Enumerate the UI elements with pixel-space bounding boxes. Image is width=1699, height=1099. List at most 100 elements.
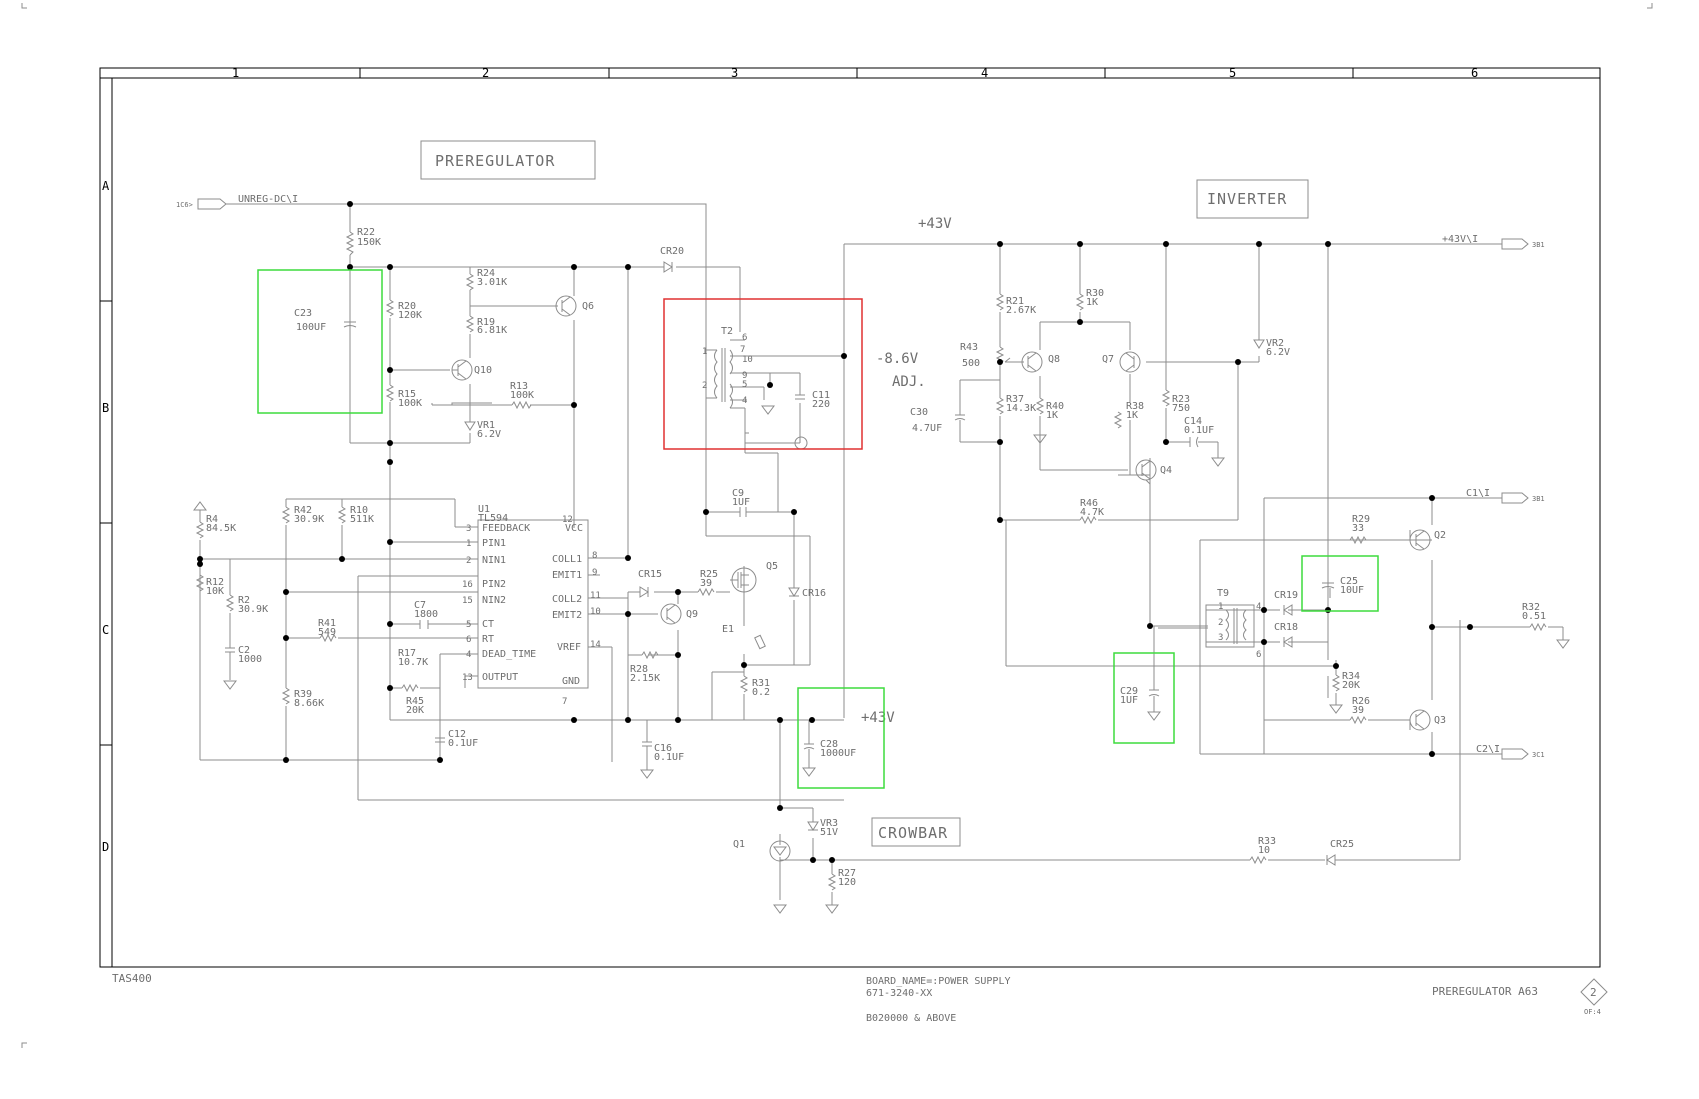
resistor-r28 [641,650,659,660]
resistor-r22 [345,231,355,256]
svg-text:9: 9 [592,568,597,578]
refdes: Q3 [1434,715,1446,726]
refdes: C7 [414,600,426,611]
pin-label: VREF [557,642,581,653]
value: 150K [357,237,381,248]
column-label: 5 [1229,66,1236,80]
highlight-box-c28 [797,687,885,789]
row-label: A [102,179,110,193]
refdes: R23 [1172,394,1190,405]
refdes: R37 [1006,394,1024,405]
refdes: C28 [820,739,838,750]
ground-symbol [1033,434,1047,444]
ground-symbol [223,680,237,690]
refdes: R34 [1342,671,1360,682]
resistor-r26 [1349,715,1367,725]
resistor-r38 [1113,411,1123,429]
svg-text:9: 9 [742,371,747,381]
svg-text:6: 6 [742,333,747,343]
refdes: R12 [206,577,224,588]
pin-label: EMIT2 [552,610,582,621]
zener-vr3 [807,821,819,831]
refdes: Q4 [1160,465,1172,476]
pin-label: PIN2 [482,579,506,590]
svg-text:4: 4 [466,650,471,660]
refdes: R13 [510,381,528,392]
capacitor-c14 [1189,436,1199,448]
value: 0.2 [752,687,770,698]
refdes: R26 [1352,696,1370,707]
net-label: UNREG-DC\I [238,194,298,205]
refdes: R15 [398,389,416,400]
value: 20K [1342,680,1360,691]
refdes: R10 [350,505,368,516]
resistor-r31 [739,675,749,693]
highlight-box-c23 [257,269,383,414]
refdes: CR16 [802,588,826,599]
value: 1K [1046,410,1058,421]
refdes: R31 [752,678,770,689]
refdes: CR19 [1274,590,1298,601]
ground-symbol [802,767,816,777]
svg-text:12: 12 [562,515,573,525]
column-label: 2 [482,66,489,80]
pin-label: NIN2 [482,595,506,606]
corner-marks [21,3,1653,1048]
pin-label: CT [482,619,494,630]
value: TL594 [478,513,508,524]
svg-text:13: 13 [462,673,473,683]
resistor-r32 [1529,622,1547,632]
svg-text:2: 2 [1218,618,1223,628]
value: 2.67K [1006,305,1036,316]
refdes: CR15 [638,569,662,580]
port-ref: 3B1 [1532,495,1545,503]
value: 100K [398,398,422,409]
value: 4.7K [1080,507,1104,518]
refdes: R25 [700,569,718,580]
value: 6.2V [477,429,501,440]
vcc-symbol [193,501,207,511]
value: 1000 [238,654,262,665]
resistor-r4 [195,521,205,539]
svg-text:3: 3 [466,524,471,534]
port-ref: 1C6> [176,201,193,209]
fuse-e1 [754,634,766,650]
svg-text:6: 6 [466,635,471,645]
refdes: CR18 [1274,622,1298,633]
refdes: R28 [630,664,648,675]
refdes: R33 [1258,836,1276,847]
board-name: BOARD_NAME=:POWER SUPPLY [866,976,1011,987]
capacitor-c25 [1321,582,1335,589]
refdes: R38 [1126,401,1144,412]
svg-text:10: 10 [742,355,753,365]
capacitor-c28 [803,743,815,768]
sheet-title: PREREGULATOR A63 [1432,985,1538,998]
ground-symbol [1211,457,1225,467]
capacitor-c11 [795,394,805,400]
resistor-r37 [995,397,1005,415]
svg-text:10: 10 [590,607,601,617]
resistor-r10 [337,506,347,524]
diode-cr20 [663,261,673,273]
refdes: C16 [654,743,672,754]
pin-label: COLL1 [552,554,582,565]
value: 0.1UF [448,738,478,749]
preregulator-block-title: PREREGULATOR [420,140,596,180]
refdes: VR3 [820,818,838,829]
ground-symbol [1556,639,1570,649]
diode-cr19 [1283,604,1293,616]
rail-label: ADJ. [892,374,926,390]
value: 6.81K [477,325,507,336]
row-label: C [102,623,109,637]
pin-label: NIN1 [482,555,506,566]
serial-range: B020000 & ABOVE [866,1013,956,1024]
resistor-r40 [1035,397,1045,415]
transistor-q7 [1119,351,1141,373]
refdes: Q2 [1434,530,1446,541]
transistor-q8 [1021,351,1043,373]
inverter-block-title: INVERTER [1196,179,1309,219]
pin-label: FEEDBACK [482,523,530,534]
value: 1UF [1120,695,1138,706]
value: 20K [406,705,424,716]
pin-label: PIN1 [482,538,506,549]
